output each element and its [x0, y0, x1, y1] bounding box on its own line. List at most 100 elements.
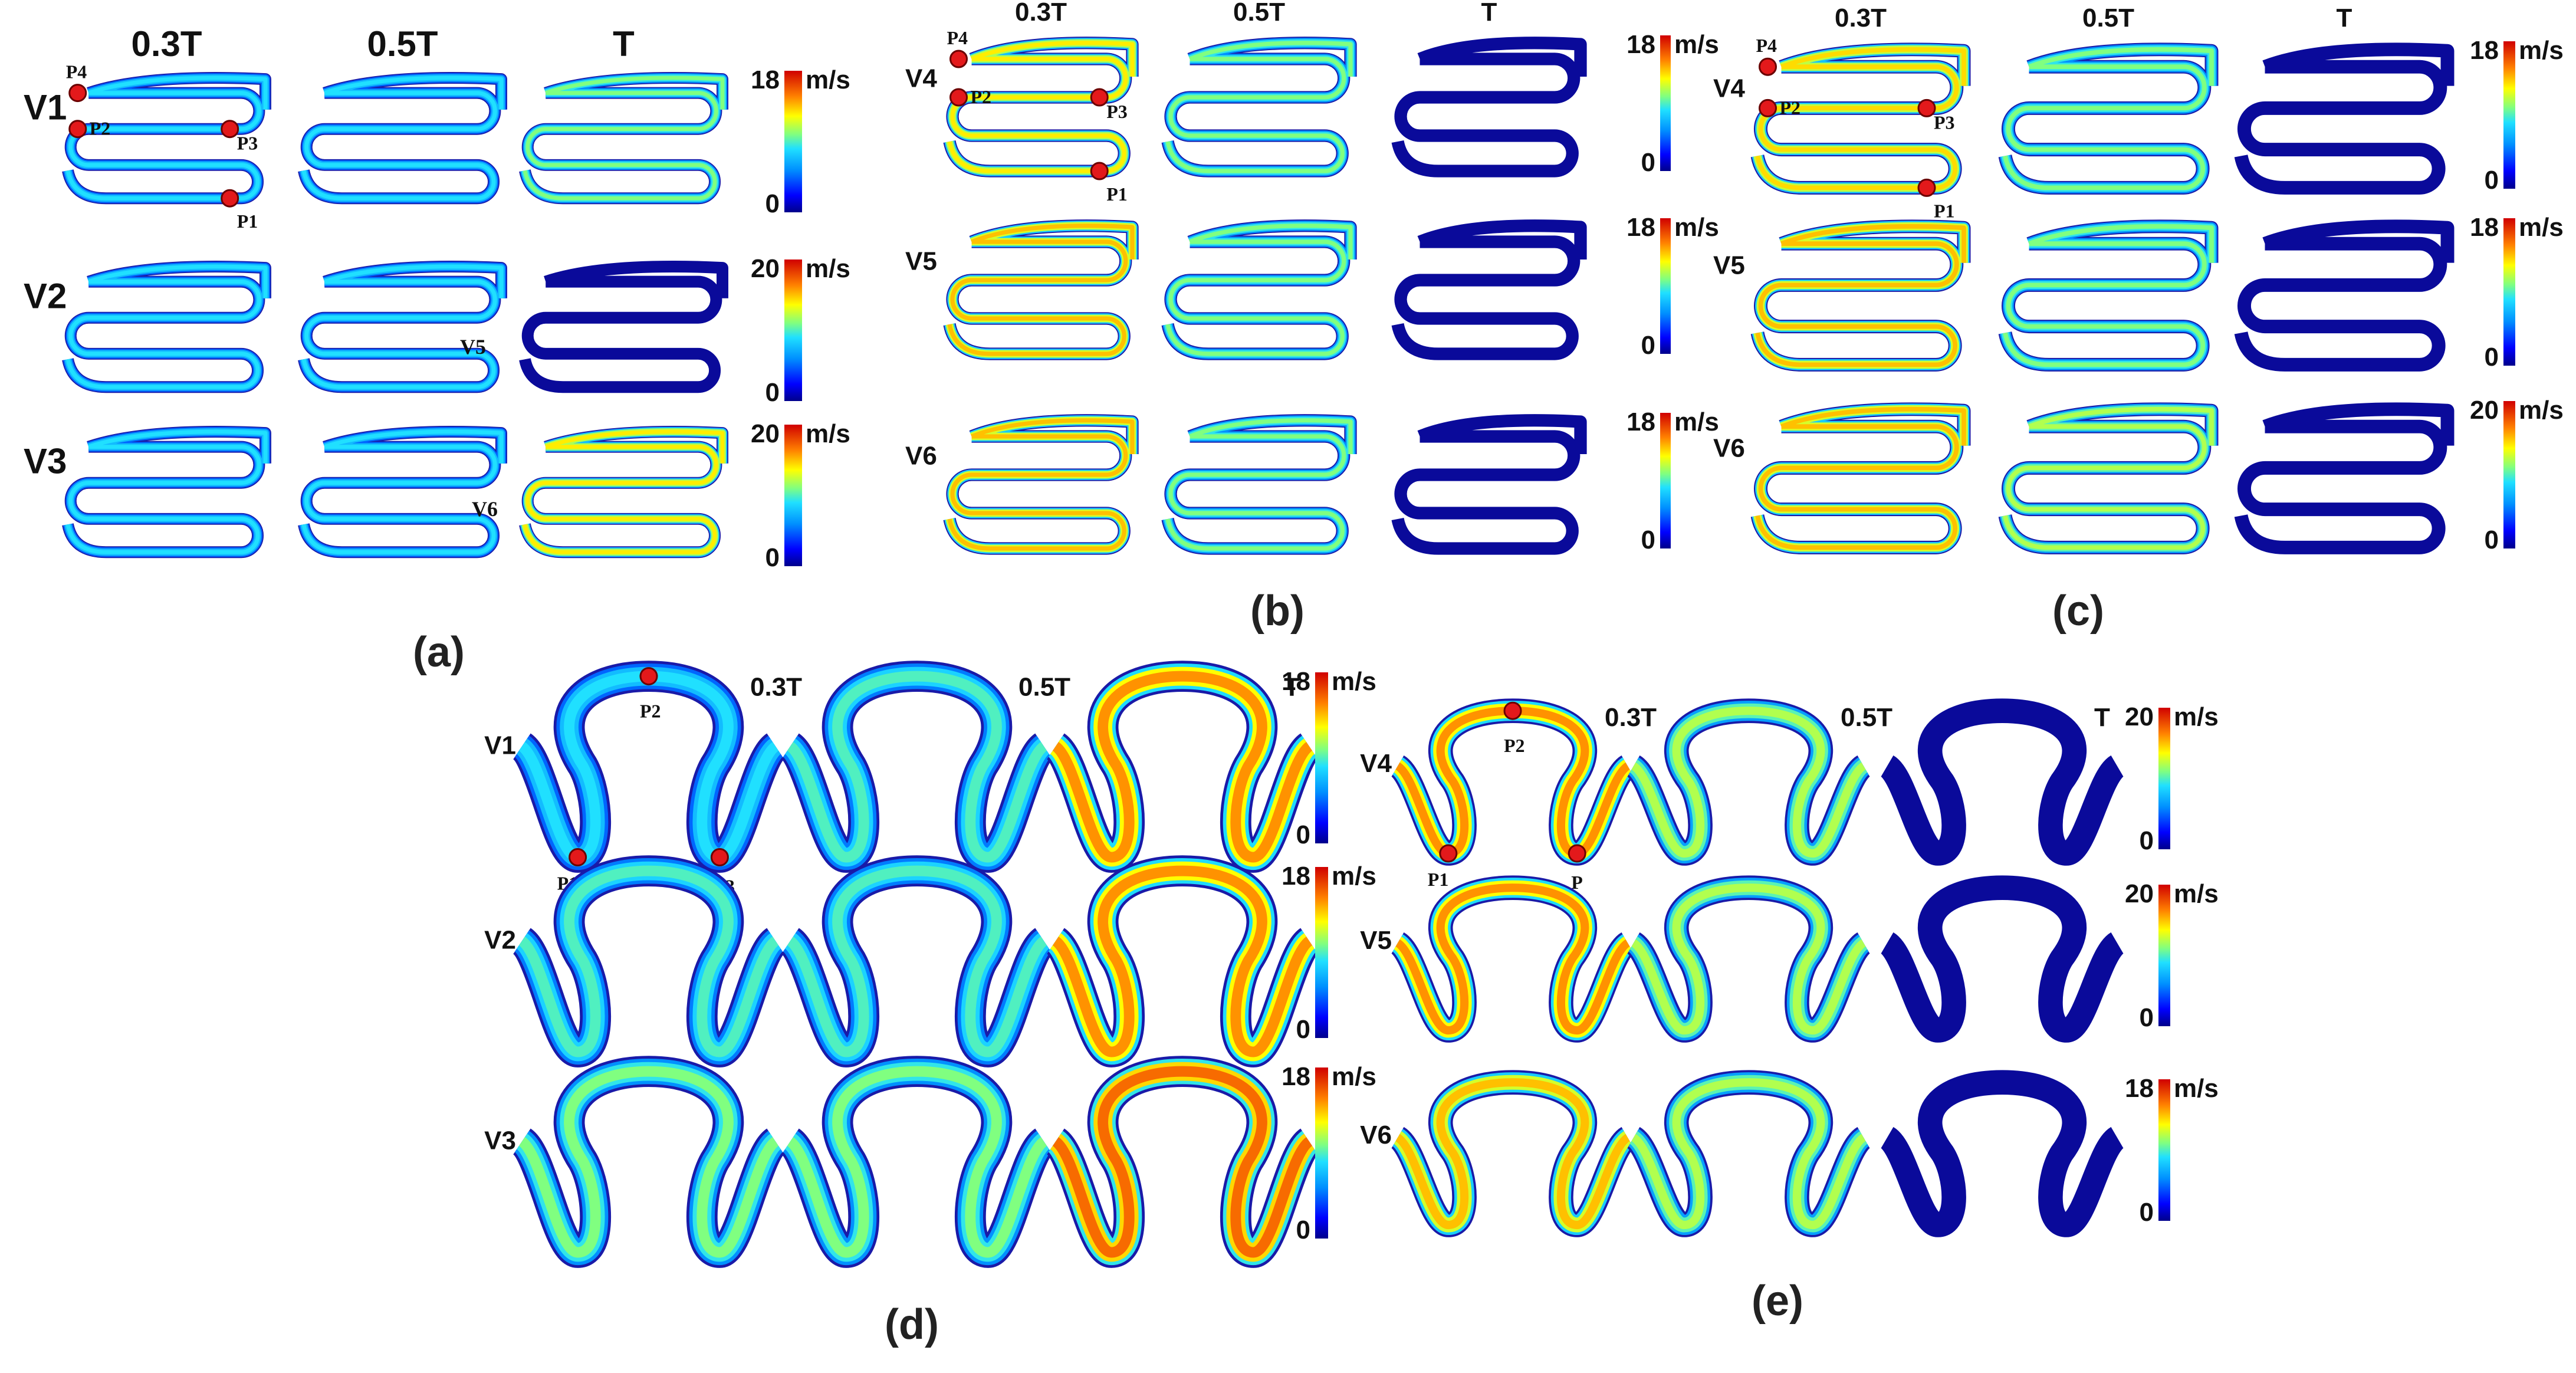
- colorbar-max-label: 18: [2125, 1074, 2154, 1103]
- colorbar-max-label: 20: [2125, 702, 2154, 731]
- probe-label-p2: P2: [971, 86, 992, 107]
- time-header-1: 0.5T: [1018, 673, 1070, 702]
- row-label: V6: [1713, 434, 1745, 463]
- colorbar-min-label: 0: [2485, 166, 2499, 195]
- channel-2: [1879, 698, 2125, 866]
- probe-label-p3: P3: [1106, 101, 1128, 122]
- probe-point-p2: [1503, 701, 1522, 720]
- colorbar-gradient: [1315, 1067, 1328, 1239]
- colorbar-gradient: [1660, 218, 1671, 354]
- channel-2: [2234, 219, 2455, 372]
- time-header-2: T: [1284, 673, 1300, 702]
- probe-point-p4: [949, 50, 968, 68]
- time-header-1: 0.5T: [1841, 703, 1892, 732]
- probe-label-p2: P2: [1504, 735, 1525, 756]
- channel-1: [298, 261, 507, 393]
- colorbar-max-label: 18: [1282, 1062, 1310, 1091]
- probe-label-p1: P1: [237, 211, 258, 232]
- colorbar-gradient: [784, 425, 802, 566]
- probe-label-p3: P3: [237, 133, 258, 154]
- channel-0: [943, 414, 1139, 555]
- colorbar-max-label: 20: [751, 419, 780, 448]
- probe-point-p1: [1439, 844, 1458, 863]
- probe-point-p1: [569, 848, 587, 866]
- row-label: V2: [24, 276, 67, 316]
- row-label: V4: [1360, 749, 1392, 778]
- inline-label-v5: V5: [460, 335, 486, 359]
- colorbar-max-label: 18: [1282, 667, 1310, 696]
- colorbar-min-label: 0: [1641, 331, 1655, 360]
- channel-2: [1045, 661, 1320, 873]
- colorbar-unit-label: m/s: [1332, 862, 1376, 891]
- time-header-1: 0.5T: [1233, 0, 1285, 27]
- probe-label-p4: P4: [66, 61, 87, 83]
- time-header-0: 0.3T: [1605, 703, 1657, 732]
- colorbar-unit-label: m/s: [2519, 36, 2564, 65]
- panel-label-a: (a): [413, 629, 465, 676]
- channel-0: [511, 1056, 786, 1268]
- colorbar-min-label: 0: [765, 378, 780, 407]
- colorbar-max-label: 20: [751, 254, 780, 283]
- channel-1: [298, 426, 507, 559]
- channel-1: [1998, 42, 2219, 195]
- colorbar-min-label: 0: [1296, 820, 1310, 849]
- colorbar-gradient: [2158, 1079, 2170, 1221]
- colorbar-unit-label: m/s: [806, 65, 850, 94]
- colorbar-max-label: 18: [1282, 862, 1310, 891]
- probe-label-p2: P2: [90, 118, 111, 139]
- channel-2: [1879, 875, 2125, 1043]
- probe-point-p3: [1090, 88, 1109, 107]
- colorbar-max-label: 18: [751, 65, 780, 94]
- colorbar-max-label: 20: [2125, 879, 2154, 908]
- channel-1: [1625, 875, 1872, 1043]
- channel-0: [943, 219, 1139, 360]
- panel-label-d: (d): [885, 1301, 939, 1348]
- time-header-0: 0.3T: [1835, 4, 1887, 32]
- channel-2: [1045, 855, 1320, 1067]
- probe-point-p4: [68, 84, 87, 103]
- time-header-2: T: [2094, 703, 2110, 732]
- colorbar-gradient: [2503, 41, 2515, 189]
- panel-label-c: (c): [2052, 587, 2104, 635]
- row-label: V6: [1360, 1121, 1392, 1149]
- time-header-0: 0.3T: [750, 673, 802, 702]
- probe-label-p1: P1: [1106, 183, 1128, 205]
- colorbar-unit-label: m/s: [1674, 213, 1719, 242]
- colorbar-min-label: 0: [2485, 525, 2499, 554]
- channel-1: [780, 855, 1054, 1067]
- channel-0: [1750, 402, 1971, 554]
- colorbar-min-label: 0: [1641, 525, 1655, 554]
- probe-label-p1: P1: [1428, 869, 1449, 890]
- colorbar-gradient: [2158, 708, 2170, 849]
- channel-1: [298, 72, 507, 205]
- colorbar-gradient: [784, 260, 802, 401]
- channel-2: [1391, 414, 1587, 555]
- colorbar-unit-label: m/s: [806, 419, 850, 448]
- colorbar-gradient: [1660, 413, 1671, 548]
- colorbar-max-label: 18: [1627, 213, 1655, 242]
- channel-1: [1625, 1070, 1872, 1237]
